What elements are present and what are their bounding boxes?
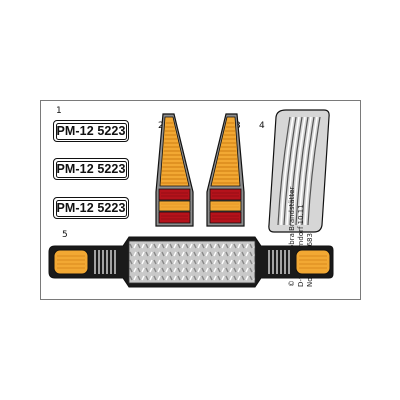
left-tail-light-sticker: [155, 113, 194, 227]
license-plate-sticker: PM-12 5223: [53, 158, 129, 180]
license-plate-text: PM-12 5223: [56, 162, 126, 176]
right-tail-light-sticker: [206, 113, 245, 227]
part-number-1: 1: [56, 106, 62, 116]
part-number-4: 4: [259, 121, 265, 131]
chrome-grille-sticker: [268, 109, 330, 233]
rear-bumper-sticker: [48, 236, 334, 288]
license-plate-sticker: PM-12 5223: [53, 120, 129, 142]
license-plate-text: PM-12 5223: [56, 201, 126, 215]
sticker-sheet: 1 PM-12 5223 PM-12 5223 PM-12 5223 2 3 4…: [40, 100, 361, 300]
part-number-5: 5: [62, 230, 68, 240]
license-plate-text: PM-12 5223: [56, 124, 126, 138]
part-number-2: 2: [158, 121, 164, 131]
license-plate-sticker: PM-12 5223: [53, 197, 129, 219]
